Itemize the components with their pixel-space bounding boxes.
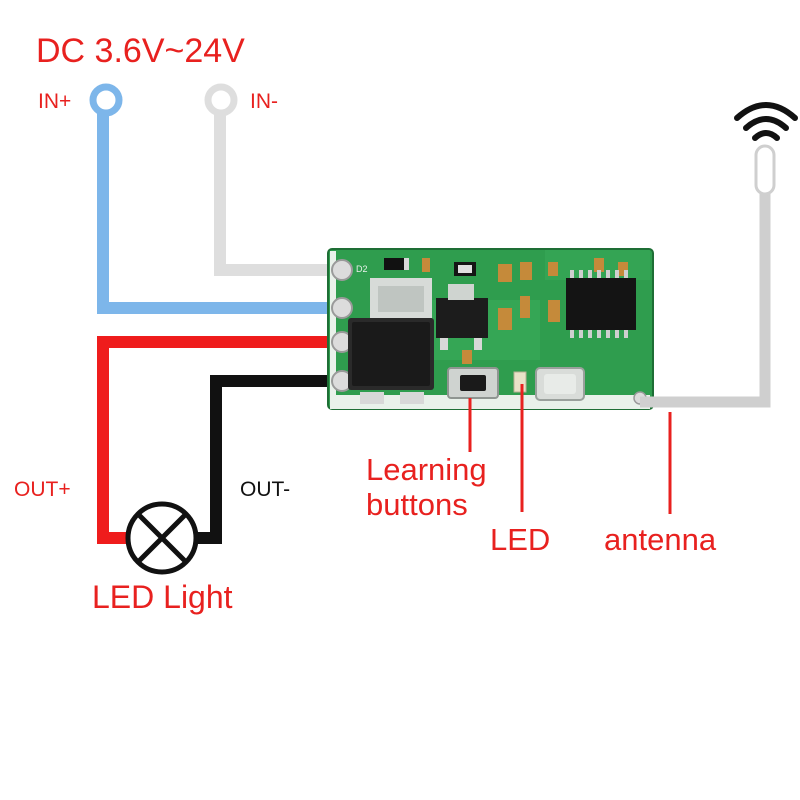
mcu-chip bbox=[566, 270, 636, 338]
pcb-silkscreen-d2: D2 bbox=[356, 264, 368, 274]
wifi-signal-icon bbox=[734, 102, 798, 141]
in-plus-label: IN+ bbox=[38, 90, 71, 113]
onboard-led bbox=[513, 371, 527, 393]
in-plus-wire bbox=[89, 83, 342, 314]
lamp-icon bbox=[125, 501, 199, 575]
antenna-wire bbox=[640, 144, 776, 408]
crystal-oscillator bbox=[535, 367, 585, 401]
in-minus-wire bbox=[204, 83, 342, 276]
out-minus-label: OUT- bbox=[240, 478, 290, 501]
pad-in-plus bbox=[331, 297, 353, 319]
receiver-module-pcb: D2 bbox=[327, 248, 654, 410]
regulator-chip bbox=[436, 298, 488, 338]
out-plus-wire bbox=[97, 336, 342, 544]
out-minus-wire bbox=[196, 375, 342, 544]
out-plus-label: OUT+ bbox=[14, 478, 71, 501]
learning-buttons-label-line2: buttons bbox=[366, 487, 468, 522]
in-minus-label: IN- bbox=[250, 90, 278, 113]
pad-in-minus bbox=[331, 259, 353, 281]
in-minus-terminal bbox=[204, 83, 238, 117]
in-plus-terminal bbox=[89, 83, 123, 117]
voltage-title: DC 3.6V~24V bbox=[36, 32, 245, 70]
pointer-lines bbox=[468, 384, 672, 514]
led-light-label: LED Light bbox=[92, 579, 233, 615]
learning-button bbox=[447, 367, 499, 399]
led-label: LED bbox=[490, 522, 550, 557]
learning-buttons-label-line1: Learning bbox=[366, 452, 487, 487]
antenna-label: antenna bbox=[604, 522, 717, 557]
